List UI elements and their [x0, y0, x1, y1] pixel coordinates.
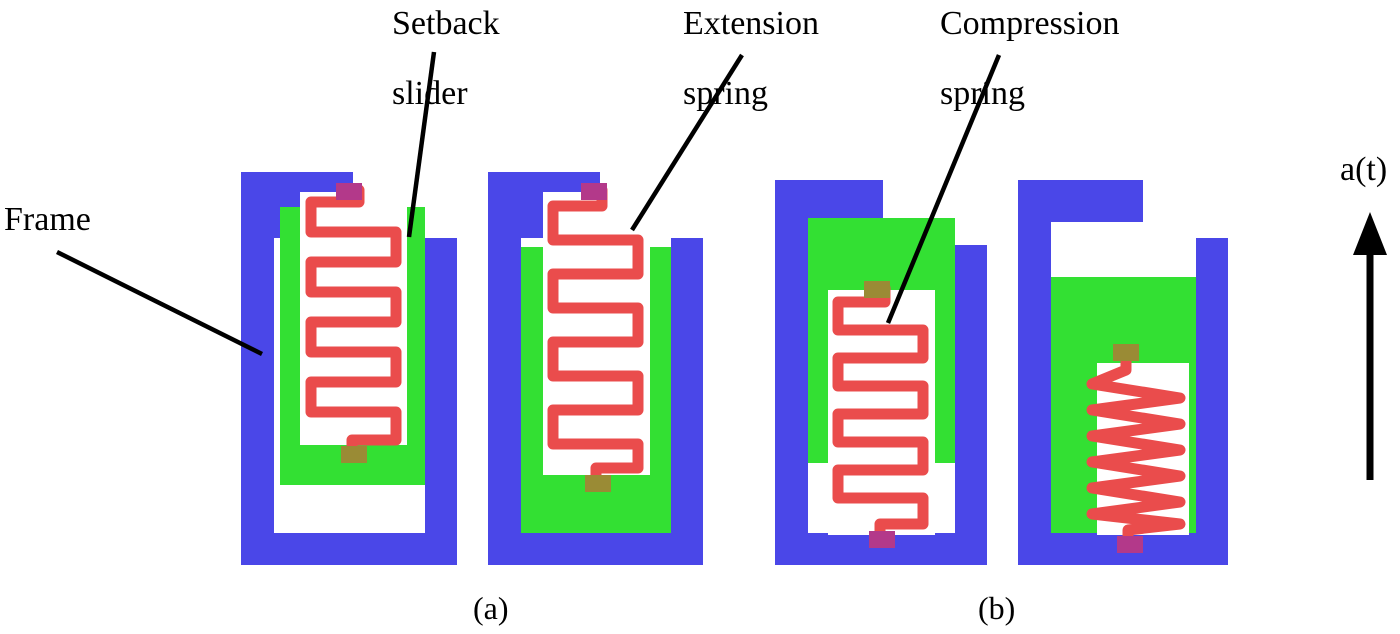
spring-top-anchor	[1113, 344, 1139, 361]
caption-b: (b)	[978, 590, 1016, 626]
spring-bottom-anchor	[869, 531, 895, 548]
frame-right-rail	[1196, 238, 1228, 565]
frame-bottom-rail	[488, 533, 703, 565]
compression-spring-coil	[1086, 350, 1186, 551]
leader-line-compression-spring	[885, 54, 1002, 324]
frame-bottom-rail	[241, 533, 457, 565]
leader-line-frame	[55, 249, 264, 357]
label-compression-spring-2: spring	[940, 75, 1025, 112]
label-frame: Frame	[4, 201, 91, 238]
panel-b-rest	[775, 180, 987, 565]
frame-right-rail	[425, 238, 457, 565]
frame-right-rail	[955, 245, 987, 565]
panel-a-actuated	[488, 172, 703, 565]
acceleration-arrow-head	[1353, 212, 1387, 255]
extension-spring-coil	[547, 184, 644, 490]
label-extension-spring-2: spring	[683, 75, 768, 112]
leader-line-extension-spring	[630, 53, 744, 232]
frame-right-rail	[671, 238, 703, 565]
panel-b-actuated	[1018, 180, 1228, 565]
spring-top-anchor	[581, 183, 607, 200]
frame-left-rail	[775, 180, 808, 565]
label-extension-spring-1: Extension	[683, 5, 819, 42]
leader-line-setback-slider	[406, 51, 437, 238]
label-compression-spring-1: Compression	[940, 5, 1120, 42]
frame-top-left-arm	[775, 180, 883, 222]
frame-left-rail	[1018, 180, 1051, 565]
label-setback-slider-2: slider	[392, 75, 468, 112]
spring-top-anchor	[336, 183, 362, 200]
spring-bottom-anchor	[1117, 536, 1143, 553]
frame-top-left-arm	[1018, 180, 1143, 222]
label-setback-slider-1: Setback	[392, 5, 500, 42]
extension-spring-coil	[305, 184, 402, 461]
spring-bottom-anchor	[341, 446, 367, 463]
spring-bottom-anchor	[585, 475, 611, 492]
spring-top-anchor	[864, 281, 890, 298]
compression-spring-coil	[832, 282, 929, 546]
acceleration-arrow	[1353, 212, 1387, 480]
label-acceleration: a(t)	[1340, 151, 1388, 188]
caption-a: (a)	[473, 590, 509, 626]
panel-a-rest	[241, 172, 457, 565]
